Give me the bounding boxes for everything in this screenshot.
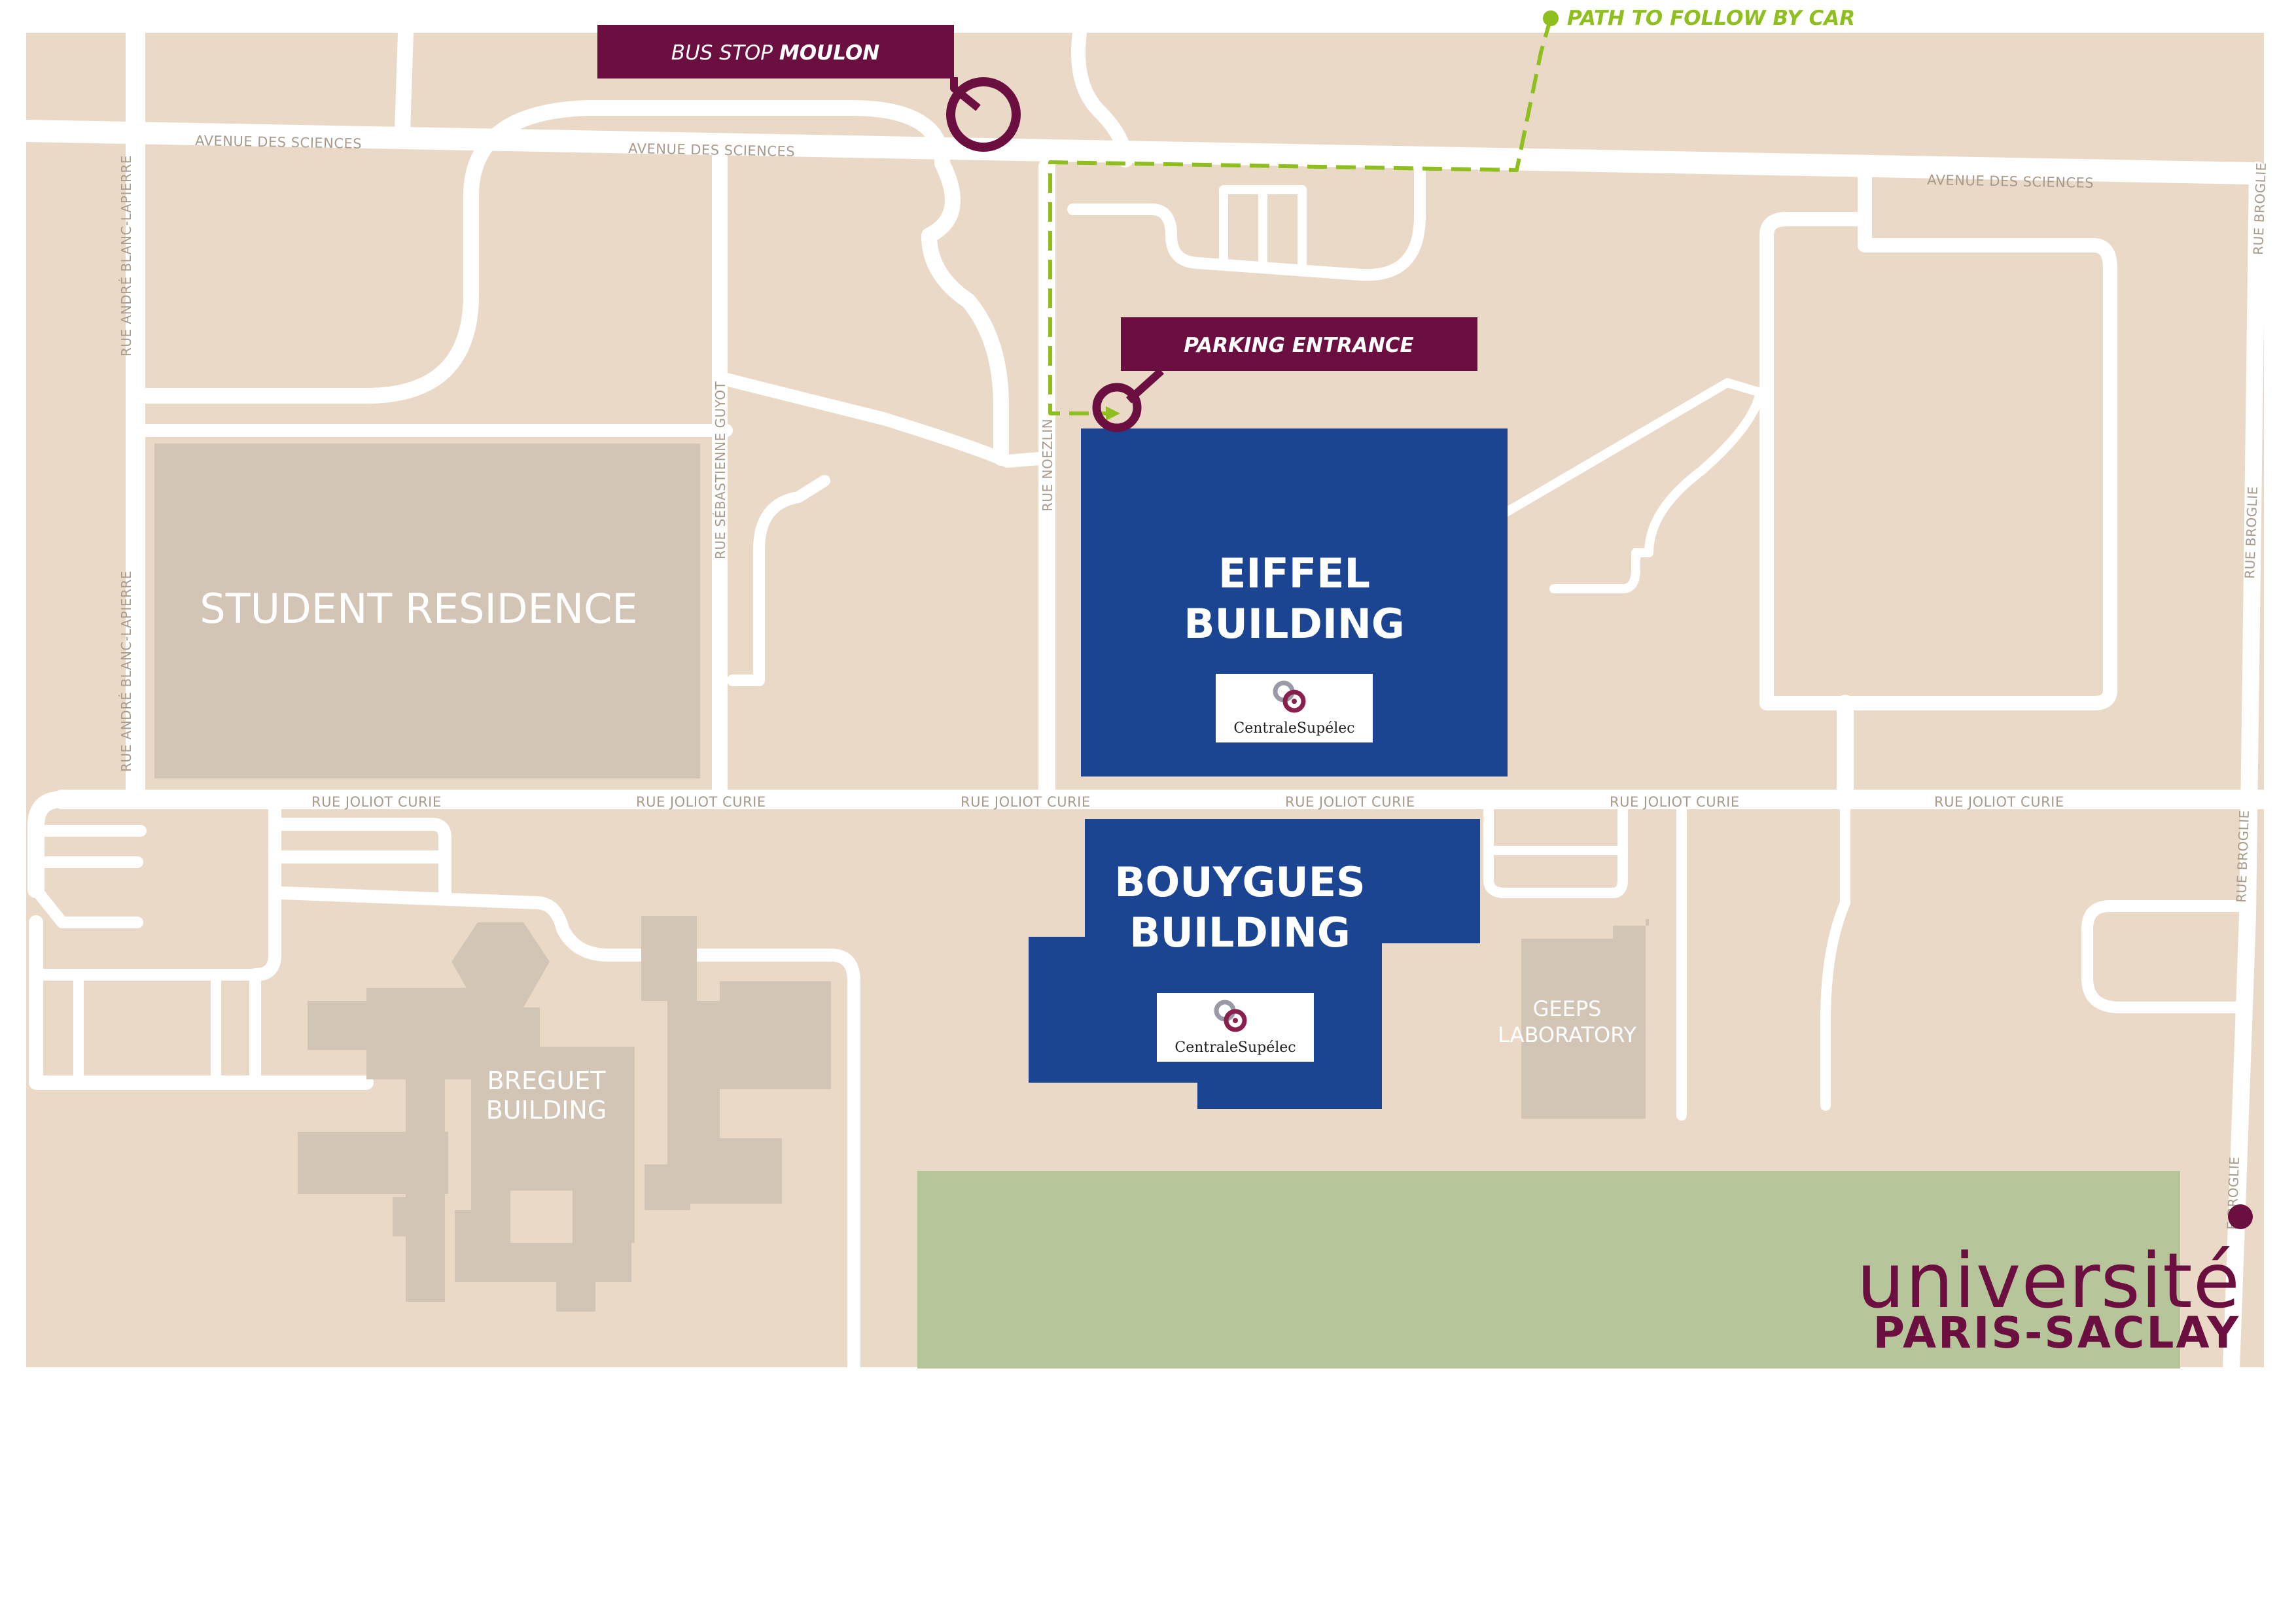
label-joliot-curie-5: RUE JOLIOT CURIE	[1610, 794, 1740, 810]
bus-stop-label: BUS STOP MOULON	[671, 41, 879, 65]
label-broglie-2: RUE BROGLIE	[2242, 486, 2261, 579]
university-logo-line2: PARIS-SACLAY	[1873, 1308, 2240, 1358]
label-blanc-lapierre-1: RUE ANDRÉ BLANC-LAPIERRE	[118, 155, 134, 357]
eiffel-centralesupelec-logo: CentraleSupélec	[1216, 674, 1373, 742]
bouygues-centralesupelec-text: CentraleSupélec	[1174, 1039, 1296, 1056]
parking-entrance-label: PARKING ENTRANCE	[1184, 334, 1413, 357]
breguet-building	[298, 916, 831, 1312]
bus-stop-marker-icon[interactable]	[946, 77, 1021, 152]
label-avenue-des-sciences-3: AVENUE DES SCIENCES	[1927, 172, 2094, 191]
bouygues-building[interactable]	[1029, 819, 1480, 1109]
eiffel-label-line1: EIFFEL	[1218, 550, 1370, 597]
road-network	[15, 23, 2274, 1377]
bouygues-label-line1: BOUYGUES	[1114, 858, 1365, 906]
label-broglie-1: RUE BROGLIE	[2250, 162, 2269, 255]
label-joliot-curie-3: RUE JOLIOT CURIE	[961, 794, 1091, 810]
label-avenue-des-sciences-1: AVENUE DES SCIENCES	[195, 133, 362, 152]
label-joliot-curie-1: RUE JOLIOT CURIE	[311, 794, 442, 810]
road-labels: AVENUE DES SCIENCES AVENUE DES SCIENCES …	[118, 133, 2269, 1230]
car-path-arrow-icon	[1106, 406, 1120, 421]
bus-stop-callout-box	[597, 25, 954, 79]
university-dot-icon	[2228, 1204, 2253, 1229]
label-noezlin: RUE NOEZLIN	[1040, 419, 1055, 512]
centralesupelec-logo-icon	[1214, 1000, 1247, 1032]
university-logo-line1: université	[1857, 1237, 2241, 1325]
eiffel-label-line2: BUILDING	[1184, 600, 1405, 648]
breguet-label-line1: BREGUET	[487, 1066, 607, 1095]
student-residence-label: STUDENT RESIDENCE	[200, 585, 637, 633]
label-joliot-curie-4: RUE JOLIOT CURIE	[1285, 794, 1415, 810]
car-path-legend-dot-icon	[1543, 10, 1559, 26]
student-residence-building	[154, 444, 700, 778]
car-path-legend-label: PATH TO FOLLOW BY CAR	[1567, 7, 1855, 30]
bouygues-label-line2: BUILDING	[1129, 909, 1351, 956]
label-avenue-des-sciences-2: AVENUE DES SCIENCES	[628, 141, 795, 160]
parking-callout-box	[1121, 317, 1477, 371]
label-broglie-3: RUE BROGLIE	[2233, 810, 2252, 903]
green-area	[917, 1171, 2180, 1369]
car-path	[1048, 18, 1553, 415]
label-sebastienne-guyot: RUE SÉBASTIENNE GUYOT	[713, 381, 728, 559]
university-paris-saclay-logo: université PARIS-SACLAY	[1857, 1204, 2253, 1358]
label-joliot-curie-2: RUE JOLIOT CURIE	[636, 794, 766, 810]
geeps-label-line1: GEEPS	[1533, 996, 1602, 1021]
eiffel-centralesupelec-text: CentraleSupélec	[1233, 720, 1354, 737]
geeps-label-line2: LABORATORY	[1498, 1022, 1636, 1047]
bouygues-centralesupelec-logo: CentraleSupélec	[1157, 993, 1314, 1062]
geeps-laboratory-building	[1521, 919, 1649, 1119]
centralesupelec-logo-icon	[1273, 680, 1306, 713]
bus-stop-callout[interactable]: BUS STOP MOULON	[597, 25, 1021, 152]
parking-entrance-marker-icon[interactable]	[1092, 383, 1142, 432]
label-blanc-lapierre-2: RUE ANDRÉ BLANC-LAPIERRE	[118, 570, 134, 772]
parking-entrance-callout[interactable]: PARKING ENTRANCE	[1092, 317, 1477, 432]
label-joliot-curie-6: RUE JOLIOT CURIE	[1934, 794, 2064, 810]
breguet-label-line2: BUILDING	[486, 1096, 607, 1125]
